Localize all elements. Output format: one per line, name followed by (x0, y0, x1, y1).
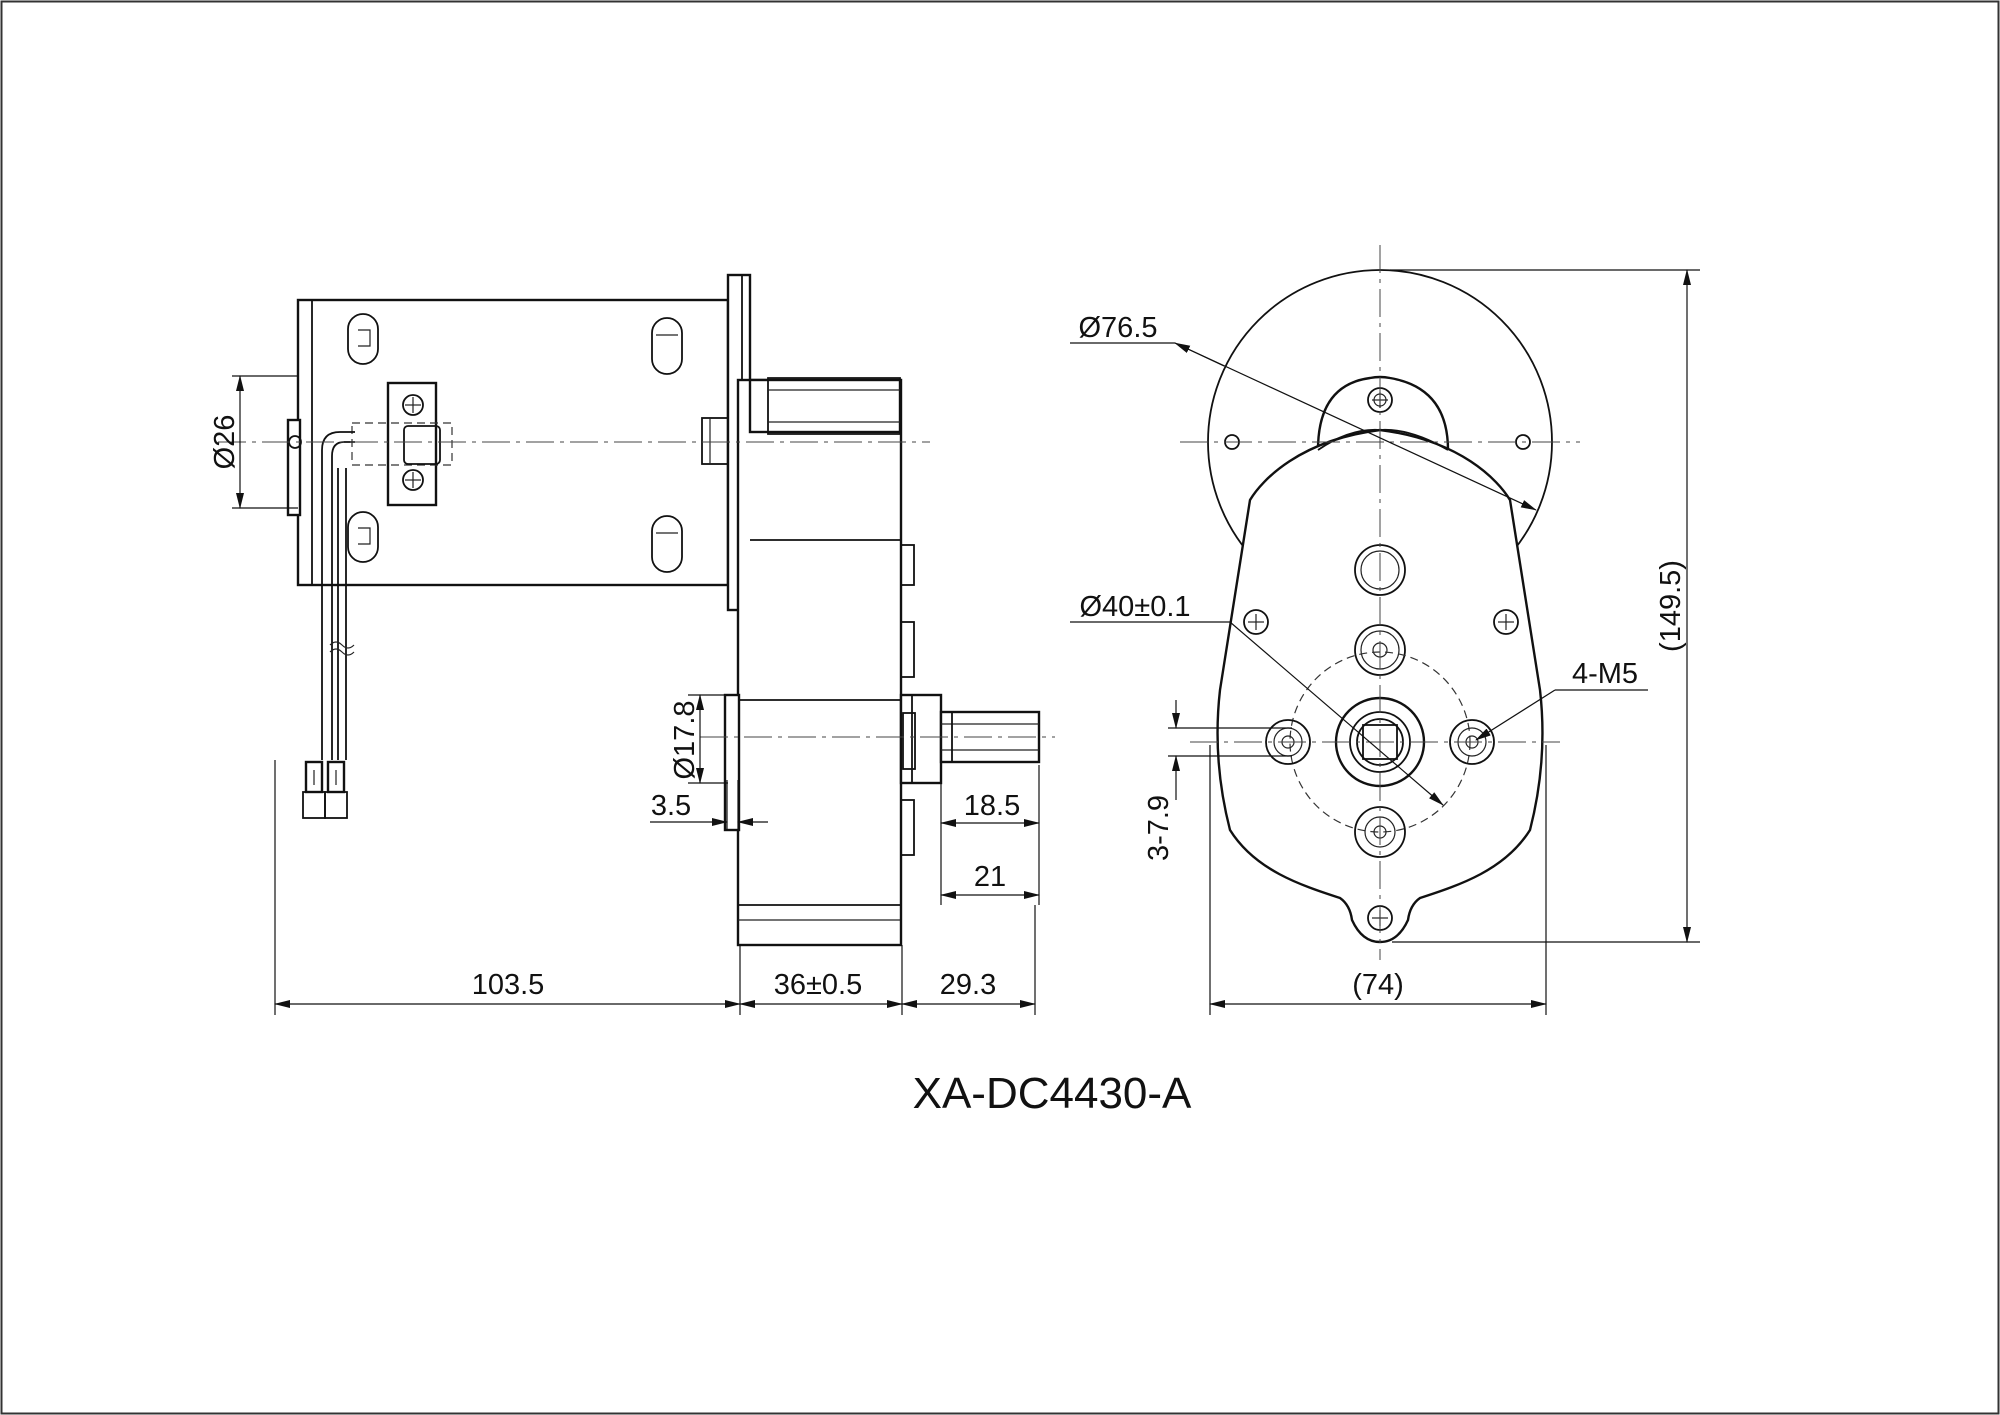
dim-overall-height: (149.5) (1655, 560, 1687, 652)
output-hub (723, 693, 943, 832)
dim-motor-diameter: Ø26 (209, 415, 241, 470)
dim-gearbox-width: 36±0.5 (774, 969, 863, 1001)
dim-hub-diameter: Ø17.8 (669, 701, 701, 780)
model-number: XA-DC4430-A (913, 1069, 1192, 1118)
side-view (218, 273, 1055, 947)
gearbox-top-lobe (1316, 375, 1450, 452)
dim-overall-width: (74) (1352, 969, 1404, 1001)
dim-hub-offset: 3.5 (651, 790, 691, 822)
dim-motor-length: 103.5 (472, 969, 545, 1001)
dim-pcd-diameter: Ø40±0.1 (1079, 591, 1190, 623)
dim-shaft-total: 21 (974, 861, 1006, 893)
side-dimensions: Ø26 Ø17.8 3.5 18.5 21 103.5 36±0.5 2 (209, 375, 1040, 1015)
front-dimensions: Ø76.5 Ø40±0.1 4-M5 3-7.9 (149.5) (74) (1070, 269, 1700, 1015)
gearbox-side (736, 377, 915, 947)
front-view (1180, 245, 1580, 960)
dim-shaft-length: 18.5 (964, 790, 1020, 822)
dim-mount-holes: 4-M5 (1572, 658, 1638, 690)
brush-holder (351, 381, 453, 507)
dim-key-width: 3-7.9 (1143, 795, 1175, 861)
motor-end-cap (286, 418, 302, 517)
motor-slots (347, 313, 683, 573)
dim-shaft-projection: 29.3 (940, 969, 996, 1001)
dim-flange-diameter: Ø76.5 (1079, 312, 1158, 344)
